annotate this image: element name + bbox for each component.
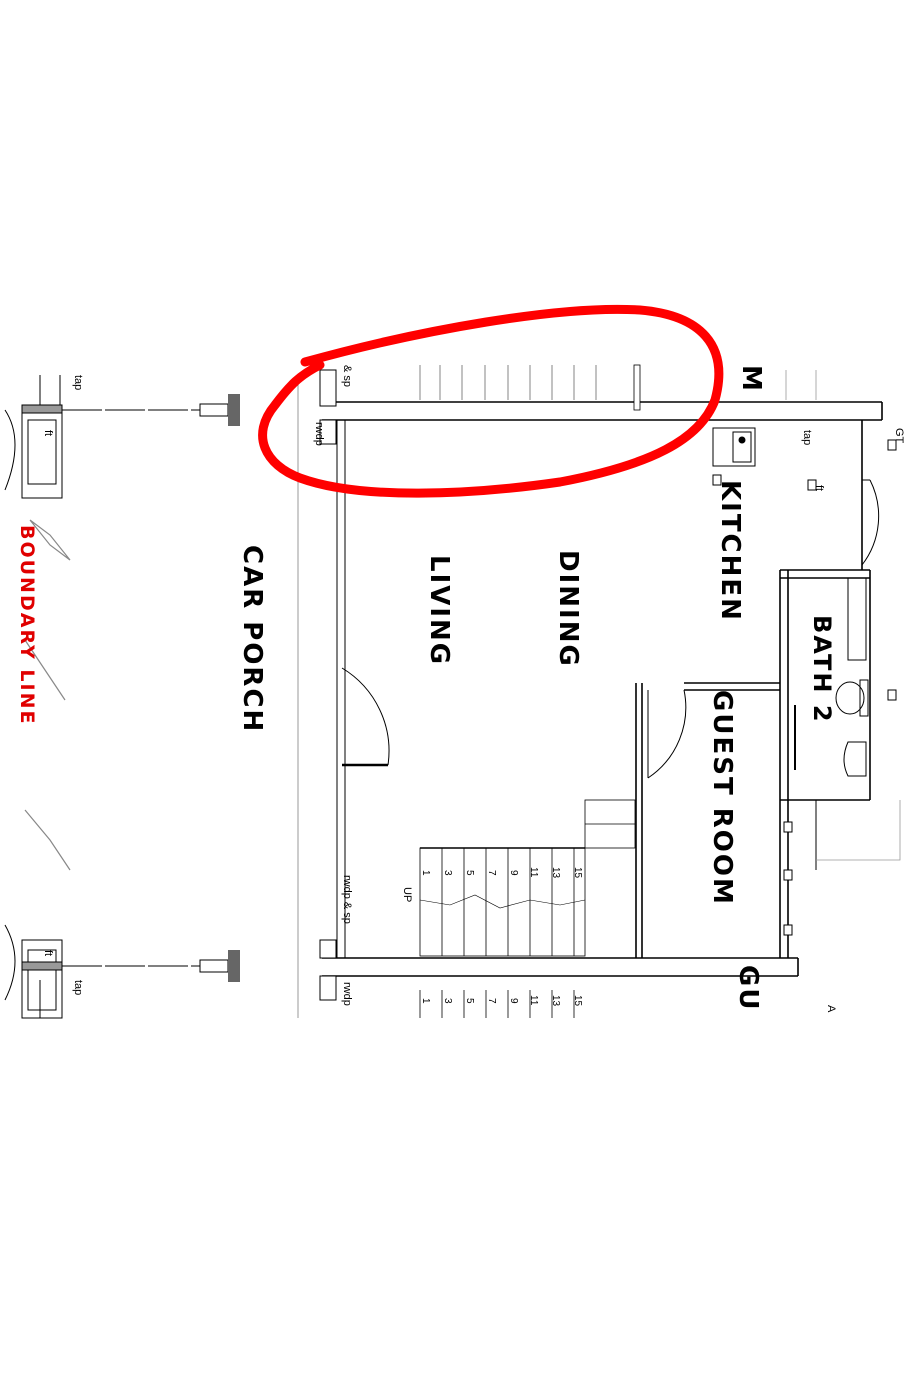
stair-number: 13 bbox=[550, 867, 561, 879]
stairs-main bbox=[419, 799, 636, 957]
room-label-partial-bottom: GU bbox=[733, 965, 763, 1011]
stairs-top bbox=[419, 364, 641, 411]
boundary-line-label: BOUNDARY LINE bbox=[16, 525, 38, 725]
gate-posts bbox=[199, 394, 240, 982]
doors bbox=[341, 479, 880, 779]
room-label-kitchen: KITCHEN bbox=[715, 480, 745, 622]
label-a-partial: A bbox=[825, 1005, 837, 1013]
room-label-guest-room: GUEST ROOM bbox=[707, 690, 737, 906]
label-gt: GT bbox=[893, 428, 905, 444]
stair-number: 15 bbox=[572, 995, 583, 1007]
stair-number: 3 bbox=[442, 998, 453, 1004]
label-rwdp-top: rwdp bbox=[313, 422, 325, 446]
gate-lines bbox=[62, 409, 200, 967]
stairs-bottom bbox=[419, 990, 575, 1018]
stair-numbers-main: 1 3 5 7 9 11 13 15 bbox=[420, 867, 583, 879]
stair-number: 7 bbox=[486, 870, 497, 876]
stair-number: 11 bbox=[528, 995, 539, 1006]
room-label-dining: DINING bbox=[553, 550, 583, 668]
label-ft-kitchen: ft bbox=[813, 485, 825, 491]
right-edge-lines bbox=[785, 370, 901, 861]
kitchen-sink bbox=[712, 427, 756, 486]
red-circle-annotation bbox=[258, 304, 724, 498]
stair-number: 1 bbox=[420, 998, 431, 1004]
stair-number: 7 bbox=[486, 998, 497, 1004]
misc-markers bbox=[783, 439, 897, 936]
label-tap-kitchen: tap bbox=[801, 430, 813, 445]
stair-number: 3 bbox=[442, 870, 453, 876]
label-up: UP bbox=[401, 887, 413, 902]
stair-number: 15 bbox=[572, 867, 583, 879]
stair-number: 1 bbox=[420, 870, 431, 876]
room-label-car-porch: CAR PORCH bbox=[237, 545, 267, 733]
label-tap-left-bottom: tap bbox=[72, 980, 84, 995]
label-ft-left-bottom: ft bbox=[42, 950, 54, 956]
bath-fixtures bbox=[794, 577, 869, 777]
label-tap-left-top: tap bbox=[72, 375, 84, 390]
columns bbox=[319, 369, 337, 1001]
stair-number: 9 bbox=[508, 870, 519, 876]
label-rwdp-sp-bottom: rwdp & sp bbox=[341, 875, 353, 924]
boundary-zigzags bbox=[24, 519, 71, 871]
stair-number: 5 bbox=[464, 998, 475, 1004]
stair-number: 5 bbox=[464, 870, 475, 876]
room-label-partial-top: M bbox=[736, 365, 766, 393]
label-sp-partial: & sp bbox=[341, 365, 353, 387]
stair-number: 11 bbox=[528, 867, 539, 878]
stair-number: 13 bbox=[550, 995, 561, 1007]
label-ft-left-top: ft bbox=[42, 430, 54, 436]
room-label-bath-2: BATH 2 bbox=[808, 615, 836, 724]
label-rwdp-bottom: rwdp bbox=[341, 982, 353, 1006]
stair-number: 9 bbox=[508, 998, 519, 1004]
room-label-living: LIVING bbox=[424, 555, 454, 666]
stair-numbers-lower: 1 3 5 7 9 11 13 15 bbox=[420, 995, 583, 1007]
